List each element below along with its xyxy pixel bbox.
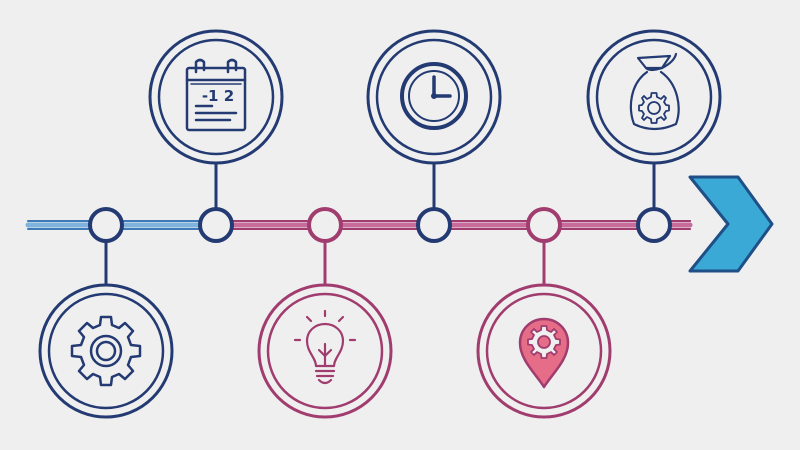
timeline-line bbox=[25, 220, 693, 230]
step-calendar: -1 2 bbox=[148, 29, 284, 165]
map-pin-gear-icon bbox=[518, 317, 570, 389]
step-money-bag bbox=[586, 29, 722, 165]
gear-icon bbox=[70, 315, 142, 387]
timeline-node bbox=[636, 207, 672, 243]
arrow-head bbox=[688, 175, 774, 273]
timeline-node bbox=[416, 207, 452, 243]
timeline-node bbox=[307, 207, 343, 243]
lightbulb-icon bbox=[293, 309, 357, 385]
step-settings bbox=[38, 283, 174, 419]
connectors bbox=[104, 161, 656, 289]
calendar-date-text: -1 2 bbox=[202, 87, 234, 105]
calendar-icon bbox=[185, 58, 247, 132]
step-idea bbox=[257, 283, 393, 419]
timeline-node bbox=[198, 207, 234, 243]
timeline-node bbox=[526, 207, 562, 243]
timeline-nodes bbox=[88, 207, 672, 243]
step-location-settings bbox=[476, 283, 612, 419]
clock-icon bbox=[400, 62, 468, 130]
step-time bbox=[366, 29, 502, 165]
money-bag-icon bbox=[629, 52, 680, 131]
timeline-node bbox=[88, 207, 124, 243]
